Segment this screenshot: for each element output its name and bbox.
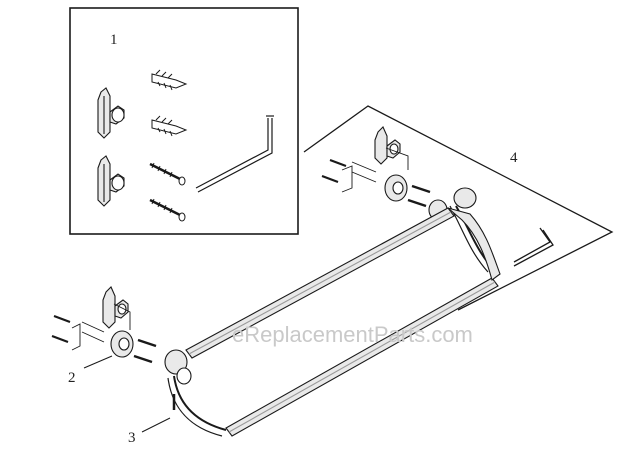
right-wall-bracket — [374, 126, 401, 165]
hardware-kit-frame — [69, 7, 299, 235]
right-screws — [321, 158, 347, 184]
watermark-text: eReplacementParts.com — [232, 322, 473, 347]
callout-2-leader — [83, 355, 113, 369]
right-bar-arm — [447, 207, 501, 281]
wall-anchor-lower — [151, 115, 188, 137]
left-bar-support — [164, 349, 227, 437]
right-bracket-guide — [341, 147, 409, 193]
right-mounting-plate — [384, 174, 408, 202]
wall-anchor-upper — [151, 69, 188, 91]
right-setscrews — [407, 184, 431, 208]
hardware-kit: 1 — [69, 7, 299, 235]
callout-3-label: 3 — [128, 430, 136, 446]
left-wall-bracket — [102, 286, 129, 329]
upper-towel-bar — [185, 207, 455, 359]
wall-bracket-upper — [97, 87, 125, 139]
screw-upper — [149, 162, 186, 186]
screw-lower — [149, 198, 186, 222]
assembly-panel — [303, 105, 614, 311]
left-screws — [51, 314, 71, 344]
callout-1-label: 1 — [110, 32, 118, 48]
callout-3-leader — [141, 417, 171, 433]
callout-4-label: 4 — [510, 150, 518, 166]
hex-key — [195, 115, 274, 193]
left-bracket-guide — [71, 303, 131, 351]
hex-key-assembly — [513, 227, 554, 267]
left-setscrews — [133, 338, 157, 364]
left-mounting-plate — [110, 330, 134, 358]
right-bar-support — [428, 187, 495, 273]
wall-bracket-lower — [97, 155, 125, 207]
lower-towel-bar — [225, 277, 499, 437]
callout-2-label: 2 — [68, 370, 76, 386]
